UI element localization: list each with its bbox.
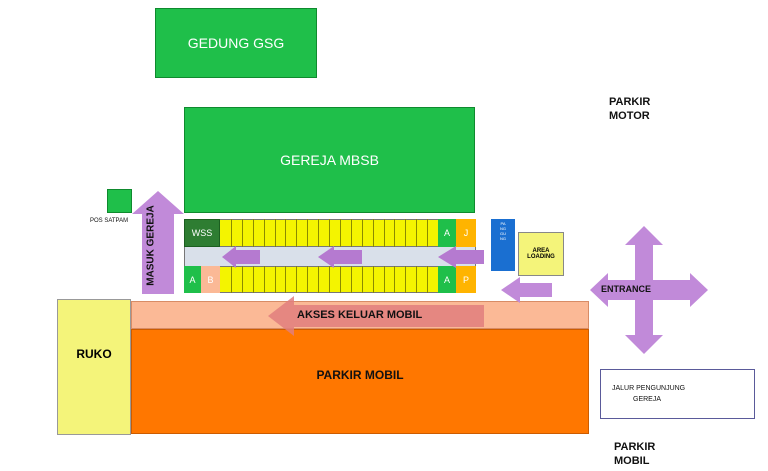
parkir-mobil-label-1: PARKIR [614, 441, 656, 453]
stall-divider-top [416, 219, 418, 247]
stall-j-top-right-label: J [463, 228, 469, 238]
entrance-arrow-horizontal [590, 273, 708, 307]
legend-line-2: GEREJA [633, 396, 662, 403]
stall-p-bottom-right: P [456, 266, 476, 293]
stall-divider-bottom [350, 266, 352, 293]
stall-divider-top [350, 219, 352, 247]
stall-divider-top [329, 219, 330, 247]
stall-divider-bottom [416, 266, 418, 293]
stall-divider-top [274, 219, 276, 247]
stall-divider-bottom [307, 266, 309, 293]
parkir-mobil-area: PARKIR MOBIL [131, 329, 589, 434]
lane-arrow-1 [222, 246, 260, 268]
stall-divider-bottom [339, 266, 341, 293]
stall-divider-bottom [296, 266, 298, 293]
stall-divider-top [307, 219, 309, 247]
ruko-label: RUKO [76, 347, 112, 361]
stall-a-bottom-right-label: A [443, 274, 450, 285]
stall-p-bottom-right-label: P [462, 274, 469, 285]
stall-b-left-label: B [207, 274, 214, 285]
stall-divider-bottom [383, 266, 385, 293]
stall-divider-bottom [394, 266, 396, 293]
stall-a-top-right: A [438, 219, 456, 247]
parkir-motor-label-2: MOTOR [609, 110, 650, 122]
akses-arrow [268, 296, 484, 336]
stall-b-left: B [201, 266, 220, 293]
lane-arrow-3 [438, 246, 484, 268]
stall-divider-bottom [263, 266, 265, 293]
stall-j-top-right: J [456, 219, 476, 247]
stall-a-left: A [184, 266, 201, 293]
stall-divider-top [285, 219, 287, 247]
stall-divider-top [383, 219, 385, 247]
stall-divider-top [427, 219, 429, 247]
stall-a-bottom-right: A [438, 266, 456, 293]
gedung-gsg: GEDUNG GSG [155, 8, 317, 78]
pos-satpam-label: POS SATPAM [90, 218, 129, 224]
stall-divider-bottom [241, 266, 243, 293]
stall-divider-top [296, 219, 298, 247]
stall-a-left-label: A [189, 274, 196, 285]
stall-divider-bottom [274, 266, 276, 293]
parkir-mobil-label-2: MOBIL [614, 455, 650, 467]
akses-keluar-mobil-label: AKSES KELUAR MOBIL [297, 309, 423, 321]
gereja-mbsb-label: GEREJA MBSB [280, 152, 379, 168]
stall-divider-top [241, 219, 243, 247]
stall-divider-bottom [285, 266, 287, 293]
entrance-arrow [633, 226, 657, 227]
area-loading: AREA LOADING [518, 232, 564, 276]
stall-divider-bottom [405, 266, 407, 293]
stall-divider-top [361, 219, 363, 247]
stall-divider-top [339, 219, 341, 247]
stall-wss: WSS [184, 219, 220, 247]
panggung [491, 219, 515, 271]
area-loading-label: AREA LOADING [527, 248, 555, 260]
legend-line-1: JALUR PENGUNJUNG [612, 385, 686, 392]
entrance-label: ENTRANCE [601, 284, 652, 294]
stall-divider-bottom [230, 266, 232, 293]
stall-divider-top [394, 219, 396, 247]
ruko: RUKO [57, 299, 131, 435]
stall-divider-bottom [372, 266, 374, 293]
stall-a-top-right-label: A [443, 228, 450, 238]
parkir-mobil-area-label: PARKIR MOBIL [316, 367, 404, 382]
stall-divider-top [230, 219, 232, 247]
gereja-mbsb: GEREJA MBSB [184, 107, 475, 213]
stall-divider-bottom [252, 266, 254, 293]
legend-box [600, 369, 755, 419]
stall-divider-bottom [318, 266, 320, 293]
stall-wss-label: WSS [191, 228, 213, 238]
stall-divider-bottom [329, 266, 330, 293]
masuk-gereja-label: MASUK GEREJA [145, 205, 157, 286]
stall-divider-top [372, 219, 374, 247]
panggung-label: PANGGUNG [500, 221, 506, 241]
stall-divider-top [263, 219, 265, 247]
stall-divider-top [252, 219, 254, 247]
gedung-gsg-label: GEDUNG GSG [187, 35, 285, 51]
loading-arrow [501, 277, 552, 303]
stall-divider-bottom [427, 266, 429, 293]
lane-arrow-2 [318, 246, 362, 268]
pos-satpam-box [107, 189, 132, 213]
stall-divider-top [405, 219, 407, 247]
stall-divider-top [318, 219, 320, 247]
parkir-motor-label-1: PARKIR [609, 96, 651, 108]
masuk-gereja-arrow [132, 191, 184, 294]
stall-divider-bottom [361, 266, 363, 293]
